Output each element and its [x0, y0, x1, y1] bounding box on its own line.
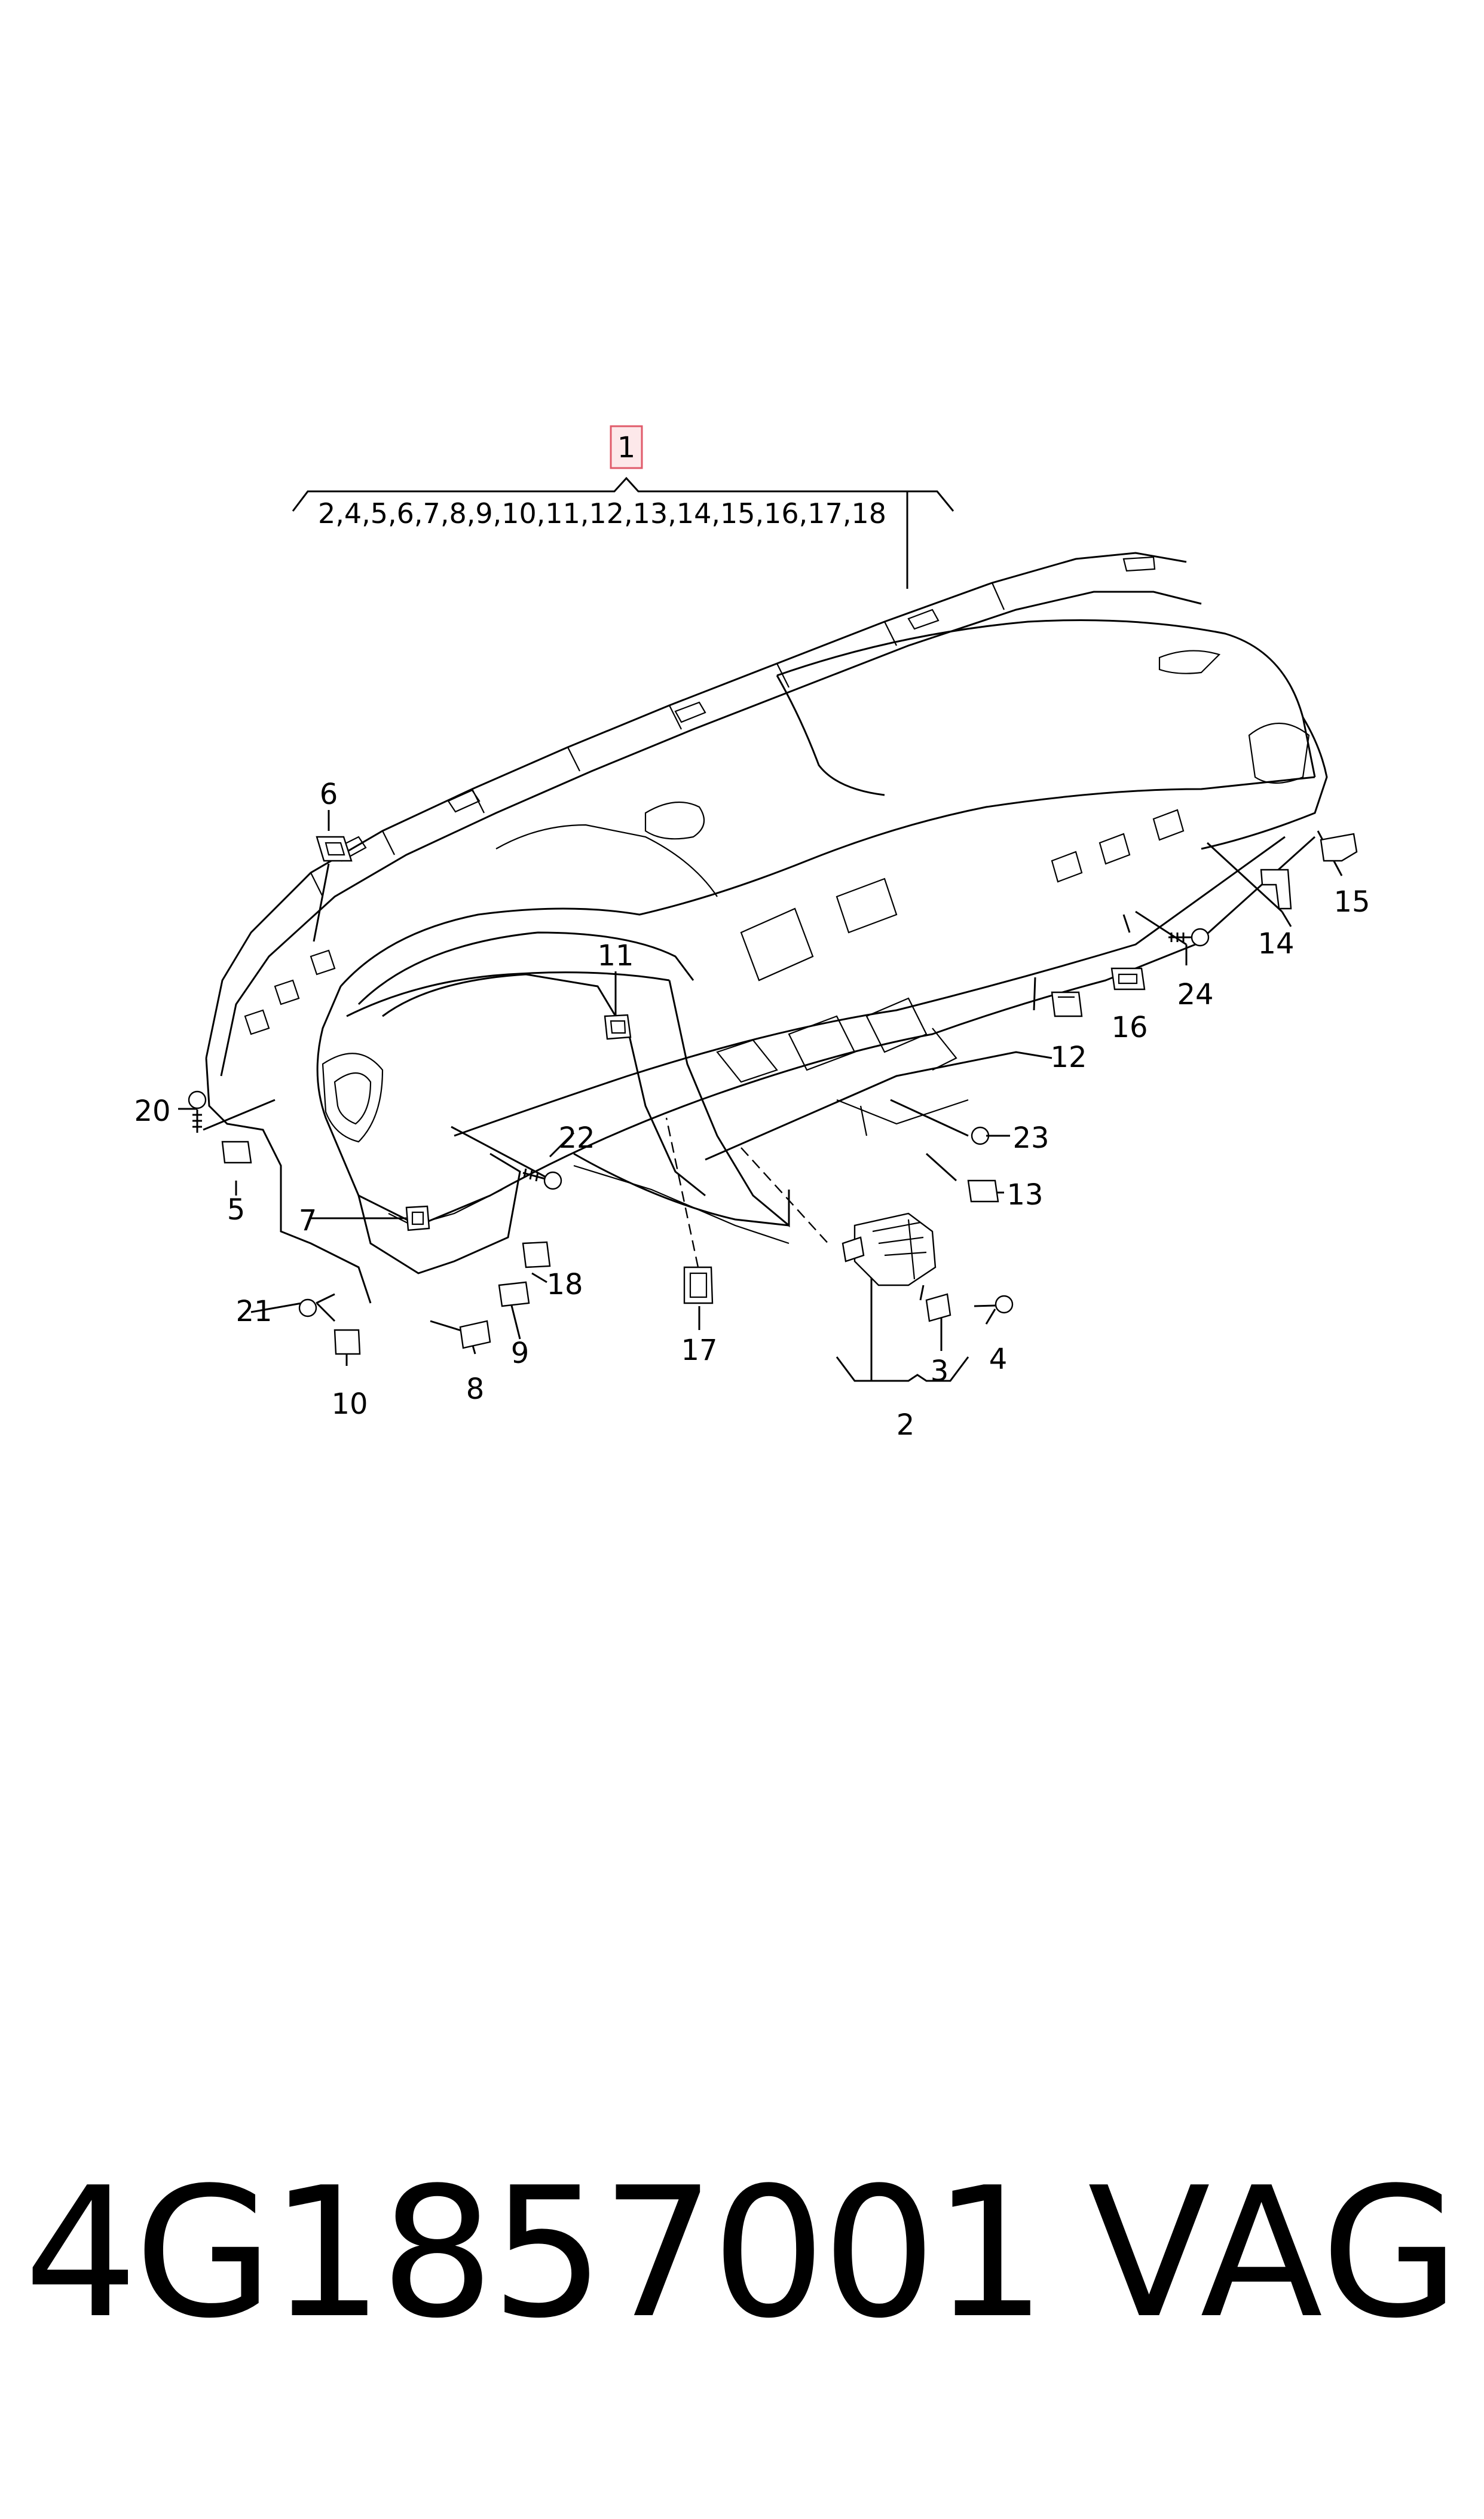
clip-8: [459, 1320, 491, 1349]
bolt-4: [974, 1295, 1014, 1314]
callout-numbers: 6 11 12 16 24 14 15 20 5 7 22 23 13 18 2…: [134, 778, 1370, 1442]
bolt-22: [522, 1168, 562, 1190]
module-2: [842, 1212, 937, 1286]
callout-6: 6: [320, 778, 338, 811]
callout-23: 23: [1012, 1121, 1049, 1155]
callout-17: 17: [681, 1334, 717, 1367]
callout-12: 12: [1050, 1041, 1087, 1074]
dashed-leader-lines: [665, 1117, 831, 1268]
clip-10: [333, 1329, 361, 1355]
callout-2: 2: [896, 1408, 915, 1442]
clip-7: [405, 1205, 430, 1231]
callout-7: 7: [299, 1204, 317, 1237]
clip-6: [316, 836, 353, 862]
clip-18: [522, 1241, 551, 1268]
callout-20: 20: [134, 1095, 170, 1128]
clip-5: [221, 1141, 252, 1164]
clip-15: [1320, 833, 1358, 862]
callout-13: 13: [1006, 1178, 1043, 1212]
clip-3: [925, 1293, 951, 1322]
dashboard-drawing: [205, 552, 1328, 1304]
leader-lines: [178, 810, 1343, 1382]
callout-9: 9: [511, 1337, 530, 1370]
clip-17: [683, 1266, 714, 1304]
nut-9: [498, 1281, 530, 1307]
clip-13: [967, 1179, 999, 1203]
callout-24: 24: [1177, 978, 1213, 1011]
callout-3: 3: [931, 1355, 949, 1388]
main-part-callout[interactable]: 1: [610, 425, 643, 469]
callout-4: 4: [989, 1343, 1008, 1376]
callout-16: 16: [1111, 1011, 1148, 1044]
callout-21: 21: [235, 1295, 272, 1328]
callout-15: 15: [1333, 885, 1370, 919]
bolt-24: [1168, 928, 1210, 947]
nut-16: [1110, 967, 1146, 991]
callout-14: 14: [1257, 927, 1294, 961]
small-parts: [188, 833, 1358, 1355]
bracket-14: [1260, 869, 1292, 910]
clip-12: [1051, 991, 1083, 1017]
main-part-subparts: 2,4,5,6,7,8,9,10,11,12,13,14,15,16,17,18: [318, 497, 886, 530]
main-part-label: 1: [617, 431, 636, 464]
callout-10: 10: [331, 1387, 368, 1421]
part-number: 4G1857001: [24, 2149, 1047, 2358]
bolt-20: [188, 1090, 207, 1133]
callout-22: 22: [558, 1121, 595, 1155]
brand-name: VAG: [1088, 2149, 1461, 2358]
callout-8: 8: [466, 1372, 485, 1406]
bolt-23: [971, 1126, 1010, 1145]
clip-11: [604, 1014, 632, 1040]
callout-11: 11: [597, 939, 634, 973]
bolt-21: [298, 1293, 335, 1317]
footer: 4G1857001 VAG: [24, 2149, 1461, 2358]
callout-5: 5: [227, 1193, 246, 1227]
callout-18: 18: [546, 1268, 583, 1301]
main-part-bracket: [292, 476, 954, 589]
